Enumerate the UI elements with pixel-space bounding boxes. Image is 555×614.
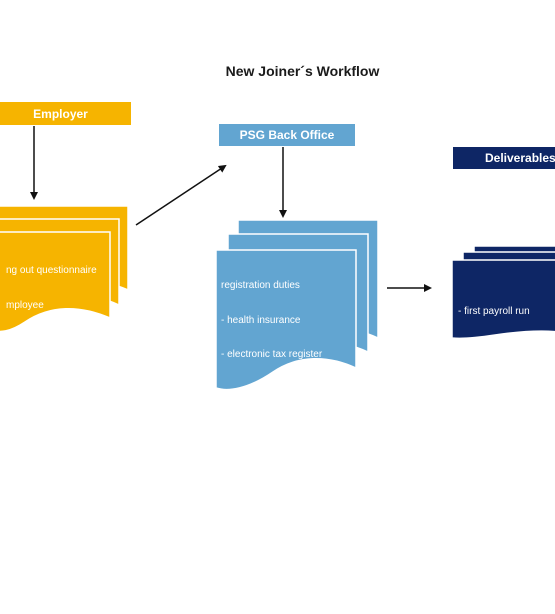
- psg-line: - evaluation of alternatives,: [221, 418, 341, 429]
- diagram-title: New Joiner´s Workflow: [225, 63, 380, 79]
- employer-line: [6, 334, 97, 346]
- deliverables-doc-front: [451, 259, 555, 340]
- deliverables-line: - first payroll run: [458, 306, 530, 317]
- deliverables-line: - translation in English: [458, 340, 555, 352]
- psg-line: in payroll system: [221, 590, 302, 602]
- employer-line: mployee: [6, 299, 44, 311]
- employer-document-stack: [0, 205, 129, 333]
- employer-header: Employer: [0, 102, 131, 125]
- psg-task-text: registration duties - health insurance -…: [221, 257, 341, 614]
- psg-line: - electronic tax register: [221, 349, 323, 360]
- psg-line: [221, 522, 341, 534]
- psg-doc-front: [215, 249, 357, 391]
- employer-line: ion plan: [6, 506, 42, 518]
- arrow-employer-to-psg: [135, 164, 227, 226]
- deliverables-text: - first payroll run - translation in Eng…: [458, 283, 555, 364]
- employer-line: onally: request of a: [6, 472, 91, 483]
- psg-back-office-header: PSG Back Office: [219, 124, 355, 146]
- psg-line: making an application: [221, 452, 324, 464]
- psg-document-stack: [215, 219, 379, 391]
- employer-doc-front: [0, 231, 111, 333]
- psg-line: and registration: [221, 487, 296, 498]
- workflow-diagram: [0, 126, 555, 391]
- employer-line: ng out questionnaire: [6, 265, 97, 276]
- employer-line: ments: [6, 403, 34, 414]
- psg-line: - health insurance: [221, 314, 301, 326]
- deliverables-header: Deliverables: [453, 147, 555, 169]
- employer-task-text: ng out questionnaire mployee ding reques…: [6, 242, 97, 530]
- psg-line: - entry of master file data: [221, 556, 332, 567]
- employer-line: ding requested: [6, 368, 73, 380]
- psg-line: [221, 384, 341, 396]
- psg-line: registration duties: [221, 280, 300, 291]
- employer-line: [6, 438, 97, 450]
- deliverables-document-stack: [451, 245, 555, 340]
